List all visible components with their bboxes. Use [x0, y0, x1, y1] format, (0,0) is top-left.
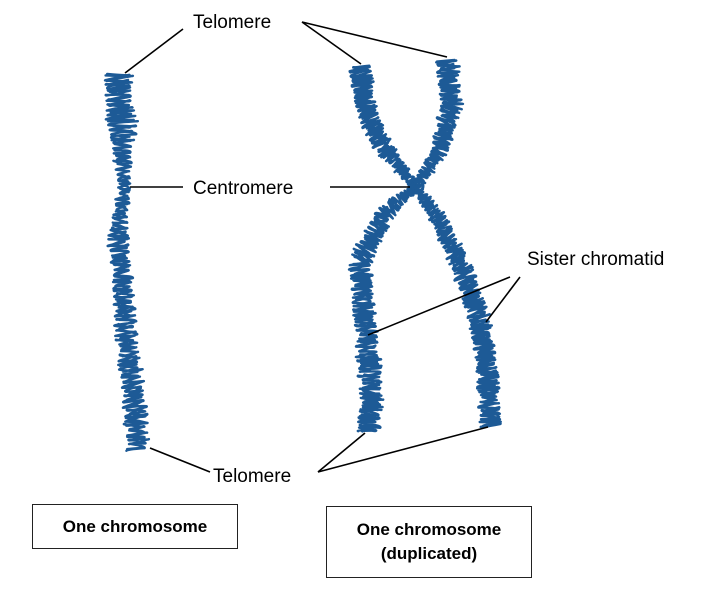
duplicated-chromatid-left-lower-arm: [347, 181, 420, 433]
pointer-telomere-right-bottom: [317, 426, 489, 473]
centromere-knot: [407, 177, 425, 195]
caption-one-chromosome-text: One chromosome: [62, 516, 208, 536]
duplicated-chromatid-right-lower-arm: [411, 183, 502, 429]
pointer-telomere-left-top: [301, 21, 362, 65]
label-telomere-bottom: Telomere: [213, 466, 291, 487]
caption-duplicated-line2: (duplicated): [380, 544, 478, 563]
pointer-telomere-single-bottom: [149, 447, 211, 473]
label-sister-chromatid: Sister chromatid: [527, 249, 664, 270]
pointer-sister-left: [367, 276, 511, 336]
caption-duplicated-chromosome: One chromosome (duplicated): [326, 506, 532, 578]
caption-one-chromosome: One chromosome: [32, 504, 238, 549]
pointer-sister-right: [485, 276, 521, 323]
pointer-lines: [124, 21, 521, 473]
pointer-telomere-single-top: [124, 28, 184, 74]
pointer-telomere-left-bottom: [317, 432, 366, 473]
pointer-telomere-right-top: [301, 21, 448, 58]
duplicated-chromatid-right-upper-arm: [411, 58, 465, 188]
duplicated-chromatid-left-upper-arm: [348, 64, 419, 190]
label-telomere-top: Telomere: [193, 12, 271, 33]
caption-duplicated-line1: One chromosome: [356, 520, 502, 539]
chromatin-layer: [103, 58, 502, 452]
single-chromosome: [103, 72, 151, 452]
label-centromere: Centromere: [193, 178, 293, 199]
